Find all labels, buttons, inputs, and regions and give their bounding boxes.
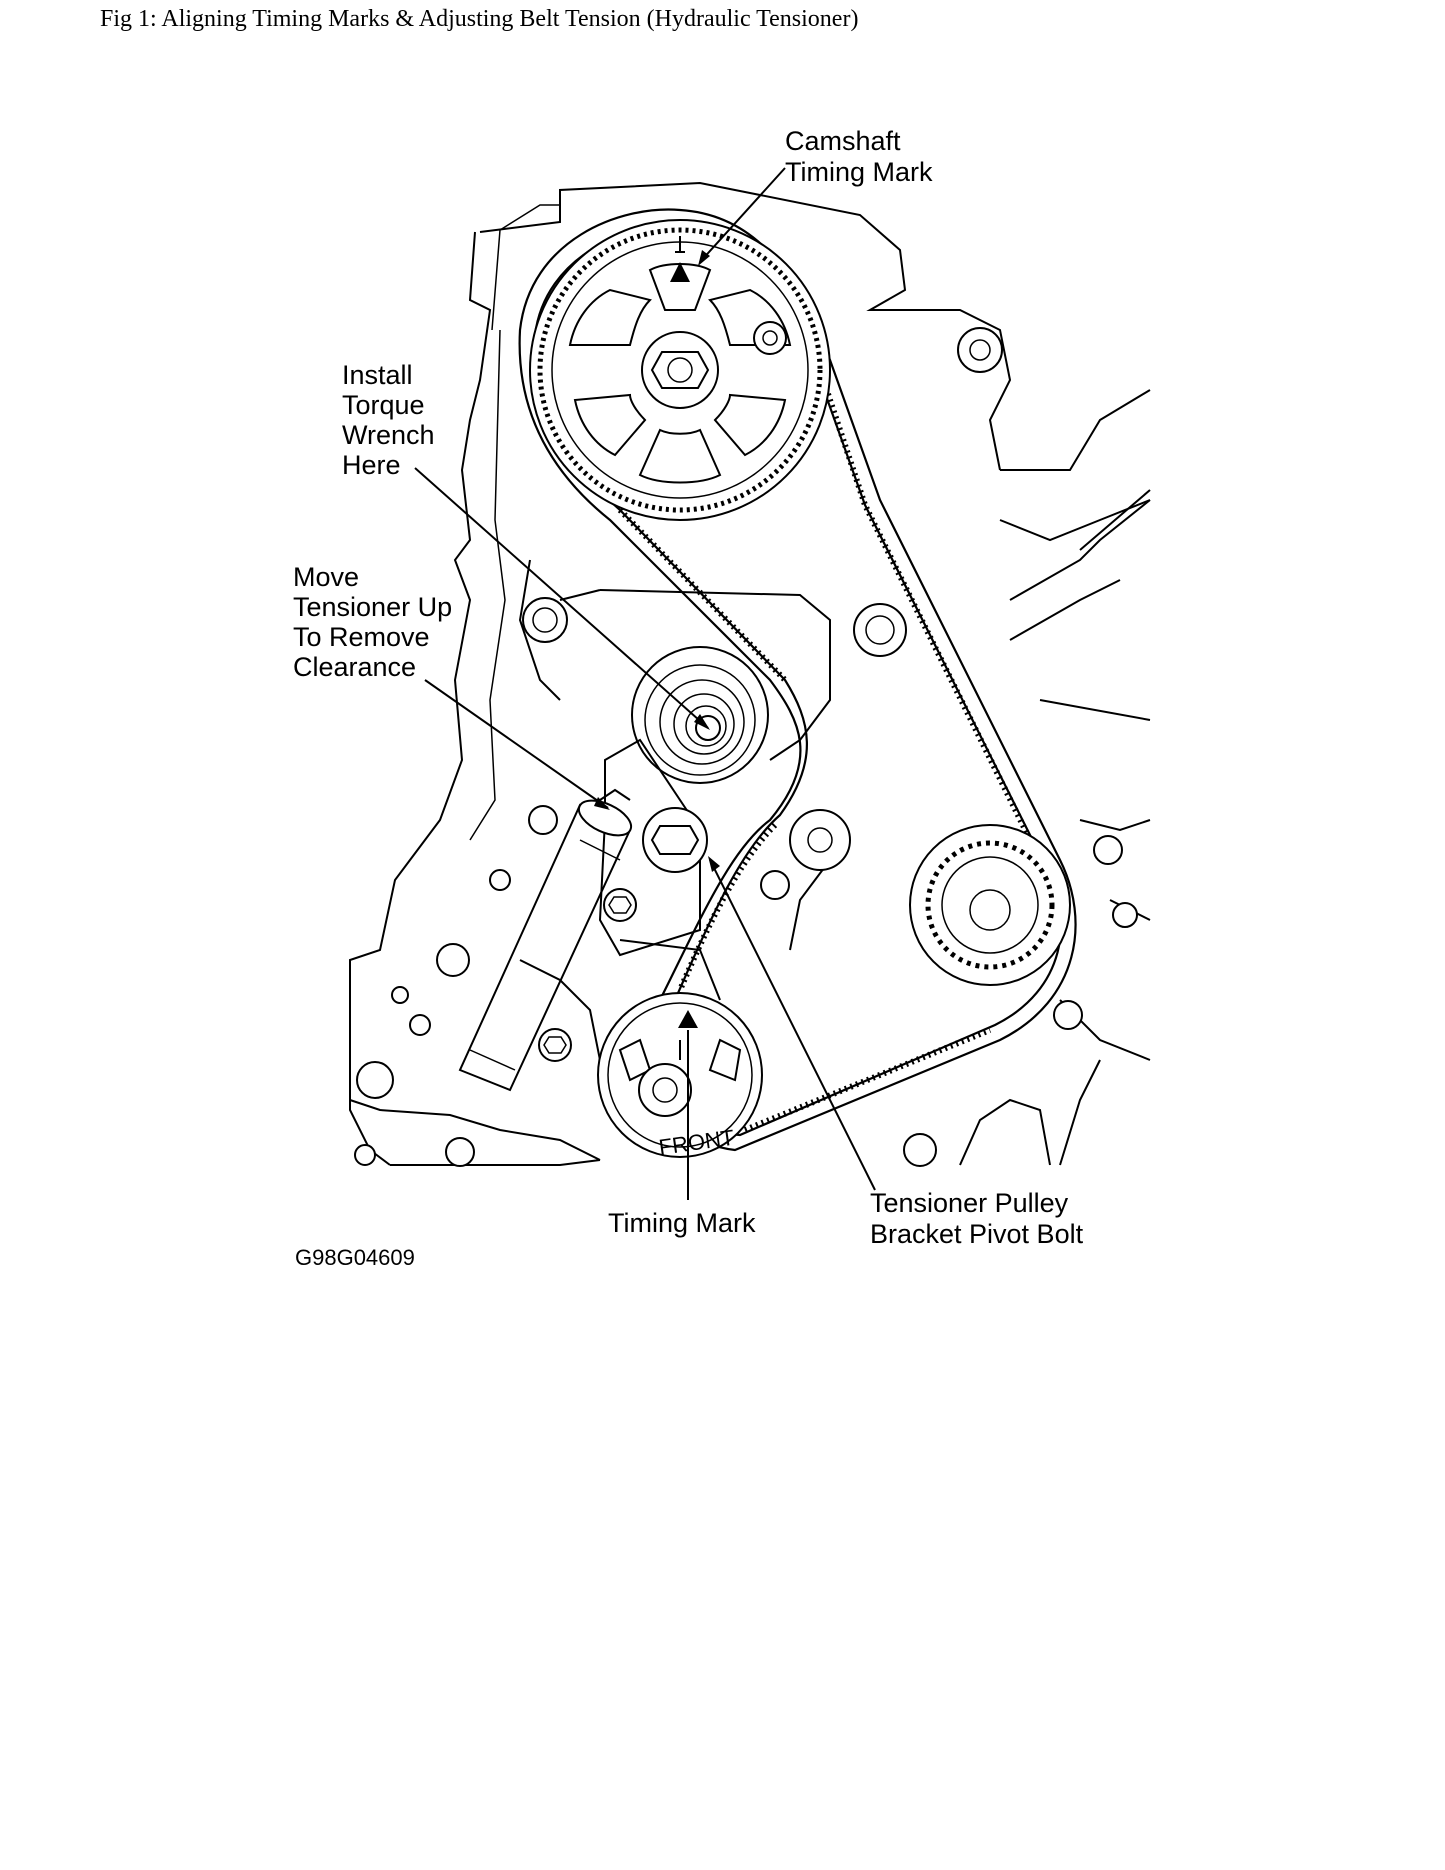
engine-block-outline xyxy=(349,181,1151,1166)
pivot-bolt-label-line-1: Tensioner Pulley xyxy=(870,1188,1069,1218)
tensioner-label-line-3: To Remove xyxy=(293,622,430,652)
leader-lines xyxy=(414,167,876,1200)
pivot-bolt-label-line-2: Bracket Pivot Bolt xyxy=(870,1219,1084,1249)
torque-label-line-4: Here xyxy=(342,450,401,480)
image-code: G98G04609 xyxy=(295,1245,415,1270)
torque-label-line-1: Install xyxy=(342,360,413,390)
hydraulic-tensioner xyxy=(458,738,708,1092)
figure-title: Fig 1: Aligning Timing Marks & Adjusting… xyxy=(100,6,859,32)
intermediate-sprocket xyxy=(909,824,1071,986)
torque-label-line-3: Wrench xyxy=(342,420,435,450)
camshaft-label-line-2: Timing Mark xyxy=(785,157,933,187)
torque-wrench-leader xyxy=(414,467,709,729)
engine-bolts xyxy=(354,321,1138,1167)
tensioner-label-line-2: Tensioner Up xyxy=(293,592,452,622)
camshaft-sprocket xyxy=(529,219,831,521)
crankshaft-sprocket: FRONT xyxy=(597,992,763,1160)
camshaft-leader xyxy=(699,167,786,263)
torque-label-line-2: Torque xyxy=(342,390,425,420)
tensioner-label-line-1: Move xyxy=(293,562,359,592)
crank-timing-label: Timing Mark xyxy=(608,1208,756,1238)
tensioner-label-line-4: Clearance xyxy=(293,652,416,682)
pivot-bolt-leader xyxy=(709,859,876,1191)
callout-labels: Camshaft Timing Mark Install Torque Wren… xyxy=(293,126,1084,1270)
tensioner-leader xyxy=(424,679,609,809)
camshaft-label-line-1: Camshaft xyxy=(785,126,901,156)
